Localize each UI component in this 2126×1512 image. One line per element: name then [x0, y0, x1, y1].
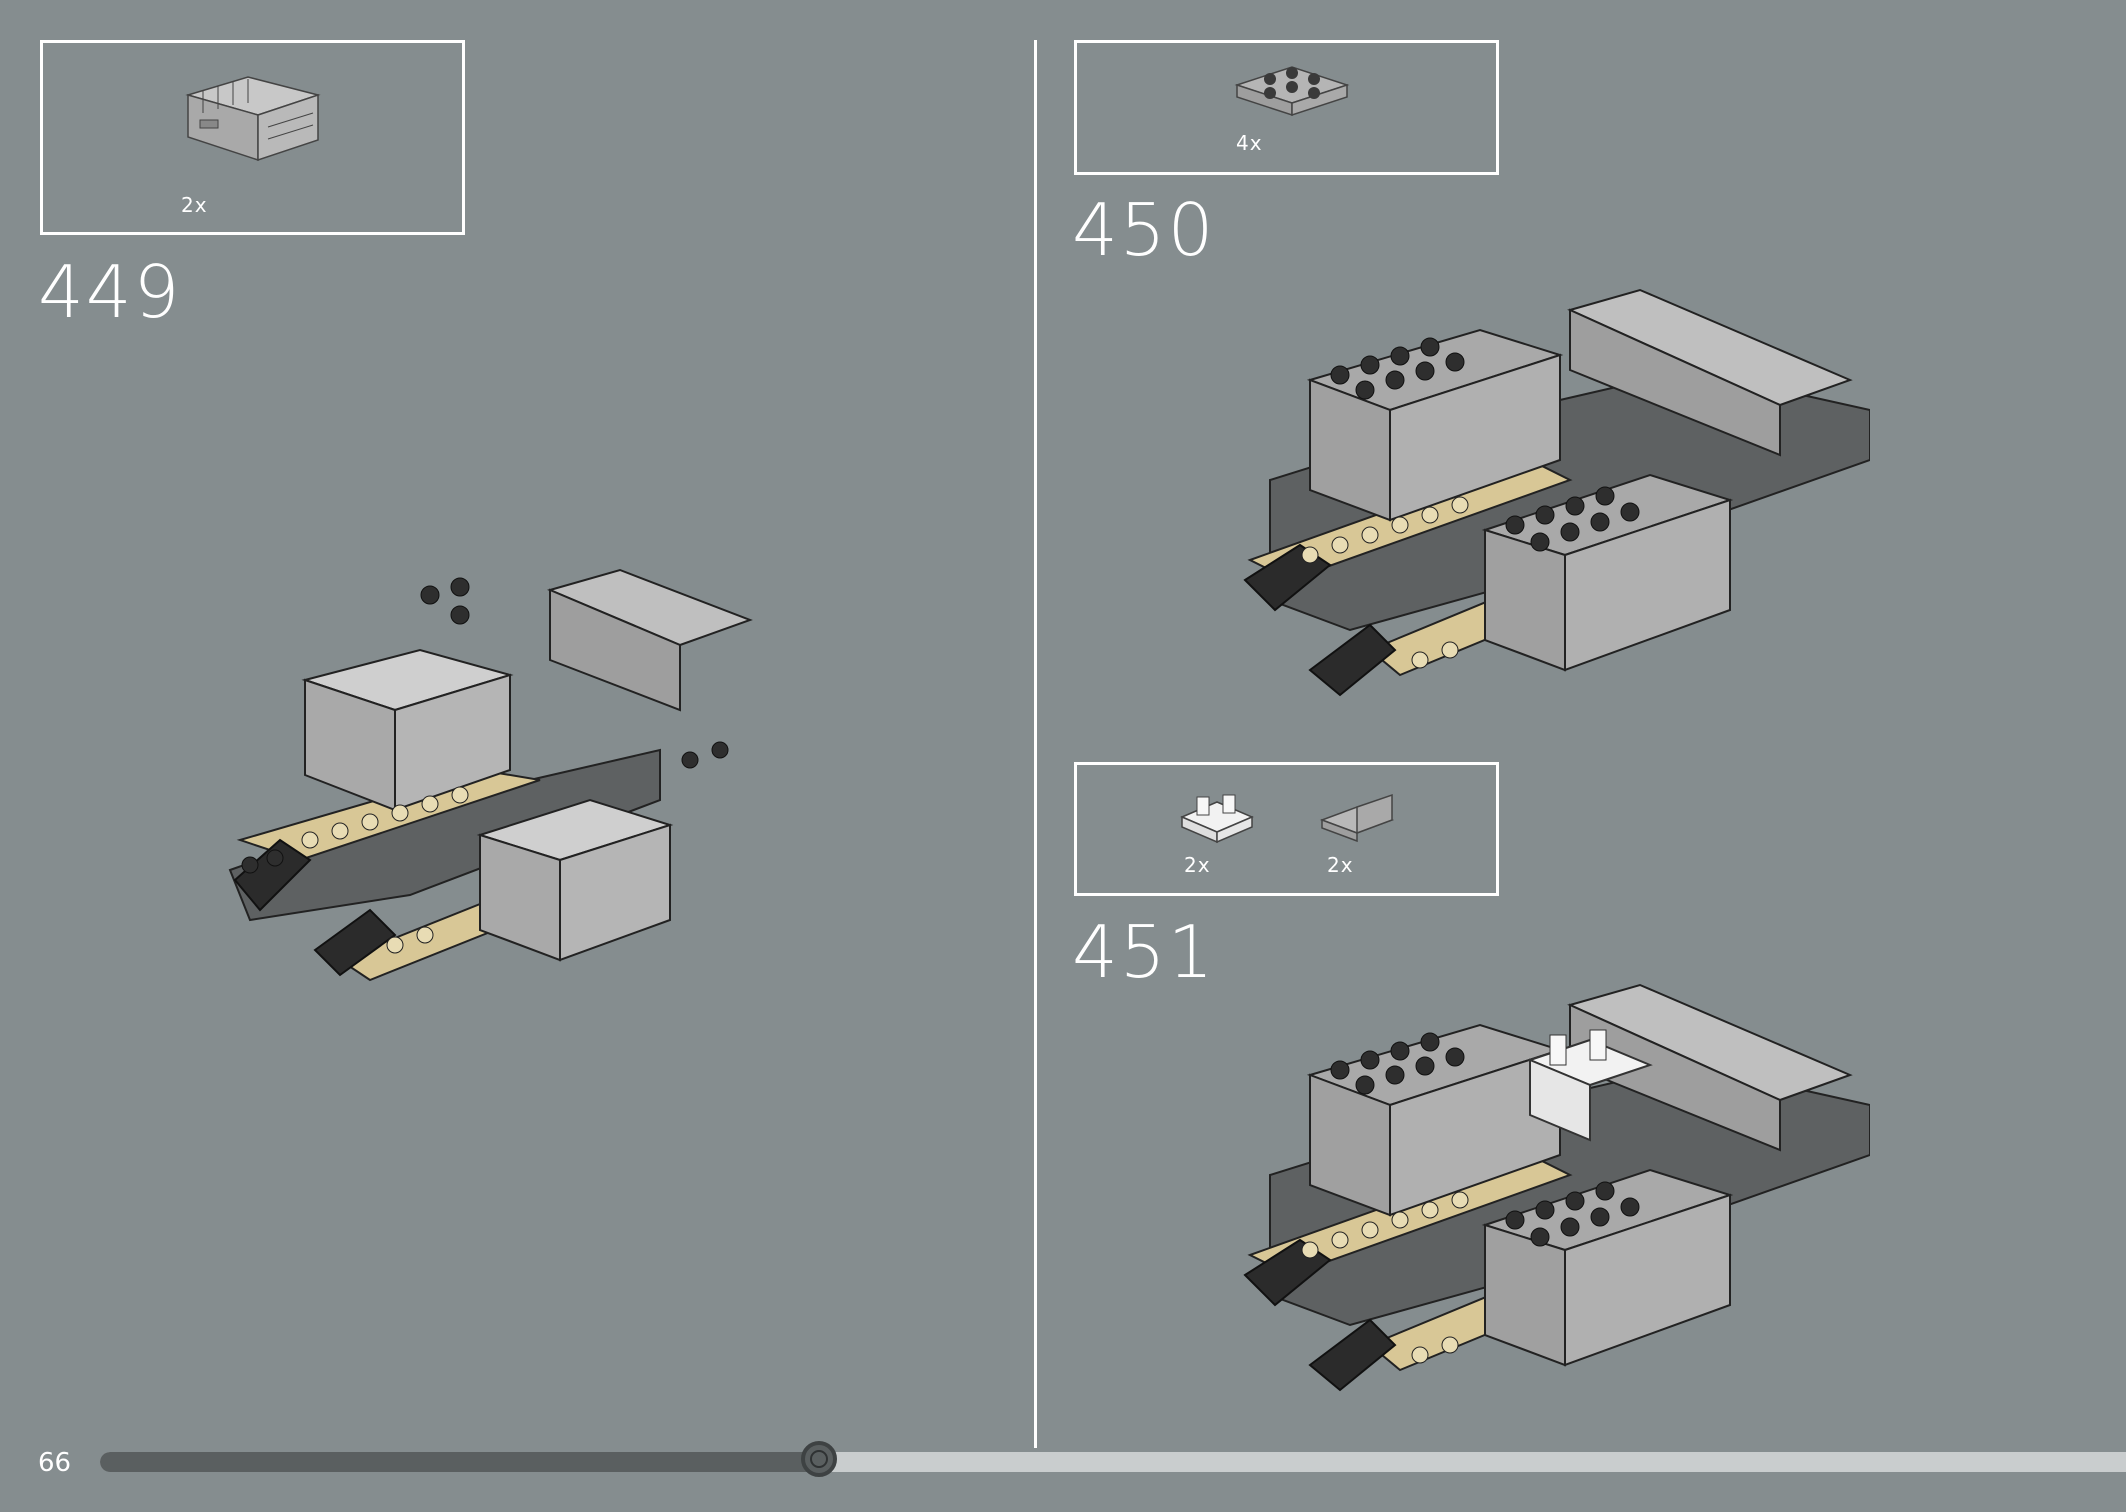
parts-callout-step-451: 2x 2x [1074, 762, 1499, 896]
progress-bar-handle[interactable] [801, 1441, 837, 1477]
step-number: 450 [1072, 188, 1216, 272]
part-quantity: 2x [1184, 853, 1211, 877]
part-quantity: 4x [1236, 131, 1263, 155]
model-assembly-step-449 [228, 568, 753, 982]
grey-bracket-icon [1319, 793, 1395, 843]
part-quantity: 2x [1327, 853, 1354, 877]
model-assembly-step-451 [1243, 983, 1870, 1392]
parts-callout-step-449: 2x [40, 40, 465, 235]
model-assembly-step-450 [1243, 288, 1870, 697]
plate-2x3-icon [1234, 66, 1350, 117]
progress-bar-fill [100, 1452, 819, 1472]
step-number: 449 [38, 250, 182, 334]
step-number: 451 [1072, 910, 1216, 994]
part-quantity: 2x [181, 193, 208, 217]
progress-bar[interactable] [100, 1441, 2126, 1477]
page-divider [1034, 40, 1037, 1448]
page-number: 66 [38, 1448, 72, 1478]
white-clip-bracket-icon [1180, 794, 1254, 844]
crate-brick-icon [185, 76, 321, 162]
parts-callout-step-450: 4x [1074, 40, 1499, 175]
